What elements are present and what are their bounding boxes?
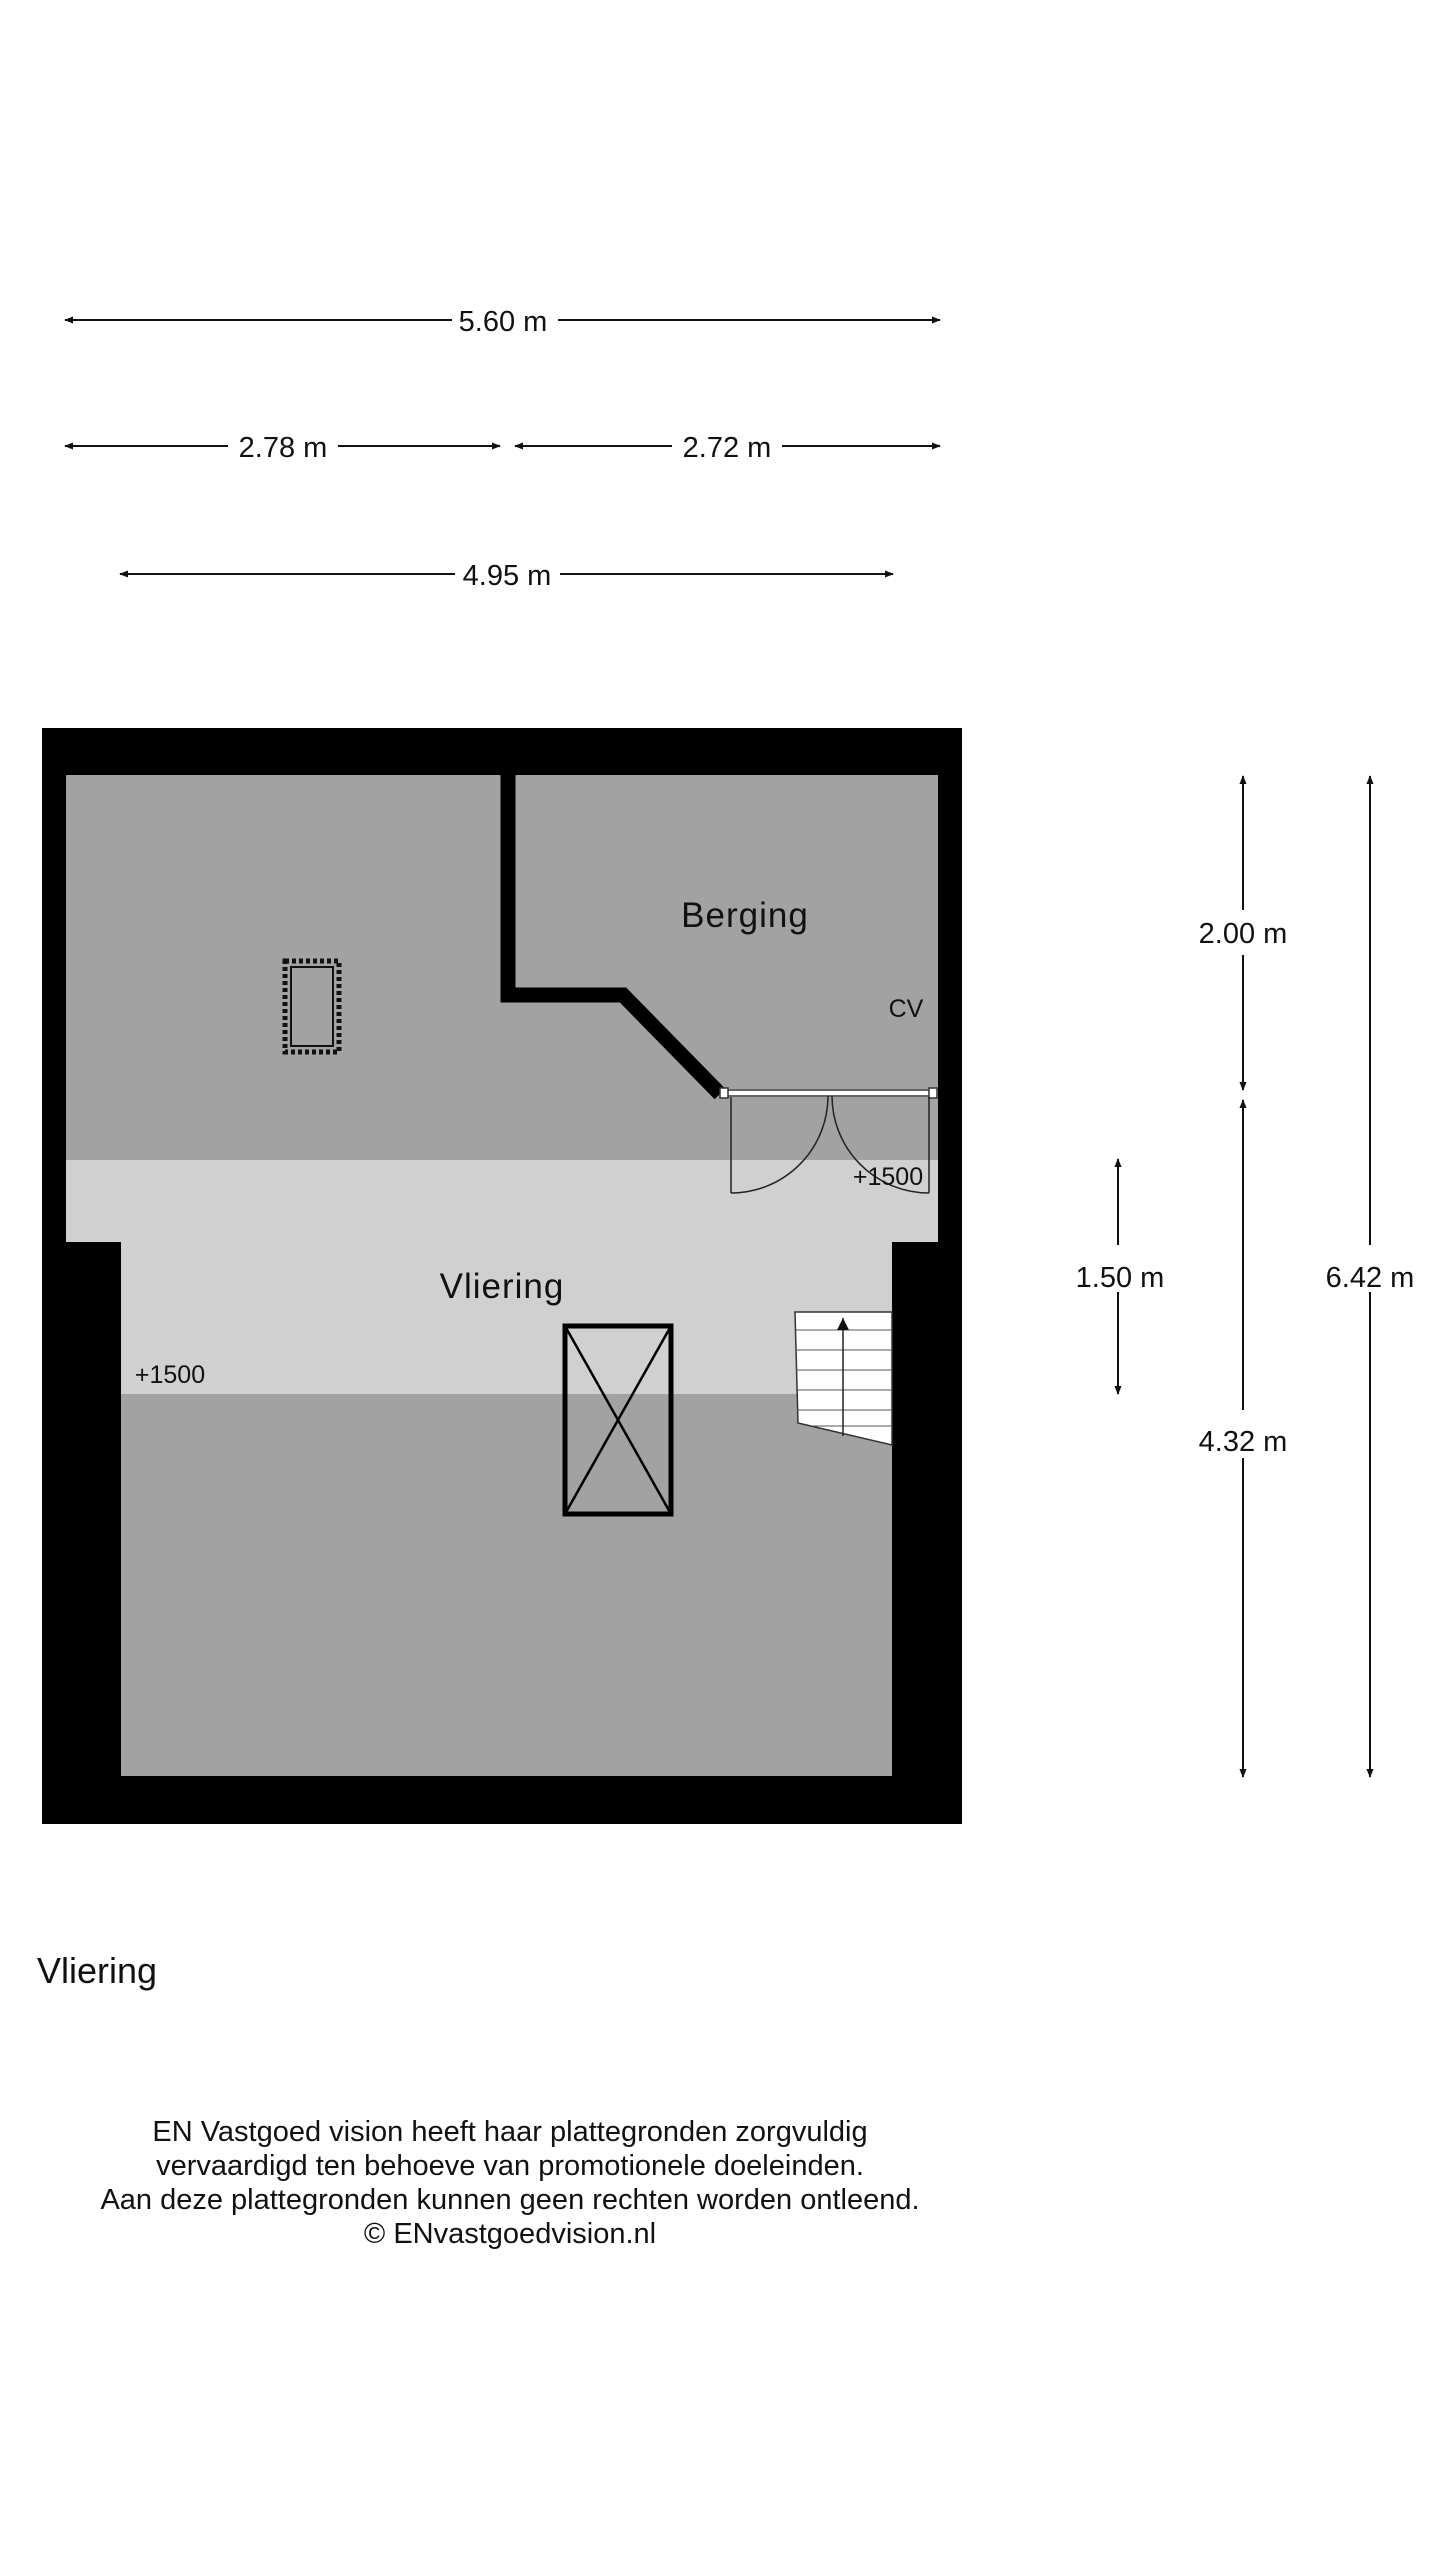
dim-inner-width: 4.95 m <box>119 560 894 592</box>
dim-berging-depth: 2.00 m <box>1199 775 1288 1091</box>
dim-berging-depth-label: 2.00 m <box>1199 918 1288 950</box>
dim-headroom-zone: 1.50 m <box>1076 1158 1165 1395</box>
attic-hatch-icon <box>562 1323 674 1517</box>
berging-door <box>719 1087 938 1194</box>
disclaimer-line-1: EN Vastgoed vision heeft haar plattegron… <box>152 2116 868 2148</box>
dim-left-width-label: 2.78 m <box>239 432 328 464</box>
room-label-vliering: Vliering <box>440 1267 565 1306</box>
dim-total-width: 5.60 m <box>64 306 941 338</box>
dim-inner-width-label: 4.95 m <box>463 560 552 592</box>
berging-partition-wall <box>500 775 726 1100</box>
skylight-icon <box>282 958 342 1055</box>
height-mark-left: +1500 <box>135 1361 205 1389</box>
disclaimer-line-4: © ENvastgoedvision.nl <box>363 2218 657 2250</box>
dim-vliering-depth-label: 4.32 m <box>1199 1426 1288 1458</box>
cv-label: CV <box>889 995 924 1023</box>
dim-left-width: 2.78 m <box>64 432 501 464</box>
dim-total-depth-label: 6.42 m <box>1326 1262 1415 1294</box>
staircase-icon <box>794 1311 893 1446</box>
floor-plan: 5.60 m 2.78 m 2.72 m 4.95 m <box>42 306 1415 1824</box>
height-mark-right: +1500 <box>853 1163 923 1191</box>
dim-total-depth: 6.42 m <box>1326 775 1415 1778</box>
disclaimer-line-2: vervaardigd ten behoeve van promotionele… <box>156 2150 864 2182</box>
dim-right-width: 2.72 m <box>514 432 941 464</box>
disclaimer-line-3: Aan deze plattegronden kunnen geen recht… <box>100 2184 920 2216</box>
floor-title: Vliering <box>37 1950 158 1991</box>
dim-vliering-depth: 4.32 m <box>1199 1099 1288 1778</box>
dim-total-width-label: 5.60 m <box>459 306 548 338</box>
disclaimer: EN Vastgoed vision heeft haar plattegron… <box>0 2115 1020 2251</box>
room-label-berging: Berging <box>681 896 809 935</box>
dim-right-width-label: 2.72 m <box>683 432 772 464</box>
dim-headroom-zone-label: 1.50 m <box>1076 1262 1165 1294</box>
